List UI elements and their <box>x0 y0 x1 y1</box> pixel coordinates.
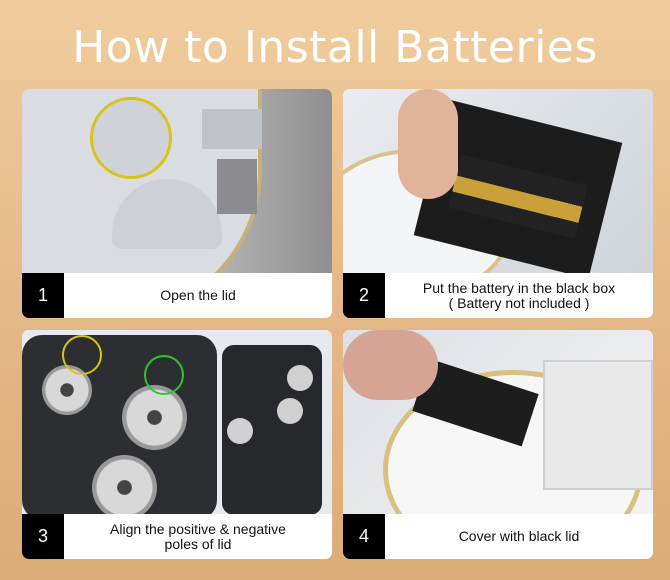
step-4-photo <box>343 330 653 514</box>
step-3-photo <box>22 330 332 514</box>
step-number: 1 <box>22 273 64 318</box>
step-card-4: 4 Cover with black lid <box>343 330 653 559</box>
step-card-1: 1 Open the lid <box>22 89 332 318</box>
step-note: ( Battery not included ) <box>448 294 590 311</box>
step-card-2: 2 Put the battery in the black box ( Bat… <box>343 89 653 318</box>
step-2-caption: 2 Put the battery in the black box ( Bat… <box>343 273 653 318</box>
step-3-caption: 3 Align the positive & negative poles of… <box>22 514 332 559</box>
step-2-photo <box>343 89 653 273</box>
step-1-photo <box>22 89 332 273</box>
step-card-3: 3 Align the positive & negative poles of… <box>22 330 332 559</box>
step-text: Put the battery in the black box <box>422 279 616 296</box>
step-1-caption: 1 Open the lid <box>22 273 332 318</box>
step-number: 4 <box>343 514 385 559</box>
step-number: 2 <box>343 273 385 318</box>
step-text: Cover with black lid <box>458 528 580 544</box>
step-number: 3 <box>22 514 64 559</box>
step-text: Open the lid <box>160 287 236 303</box>
step-text: Align the positive & negative <box>110 520 286 537</box>
step-text-line2: poles of lid <box>164 535 232 552</box>
step-4-caption: 4 Cover with black lid <box>343 514 653 559</box>
page-title: How to Install Batteries <box>72 22 598 73</box>
